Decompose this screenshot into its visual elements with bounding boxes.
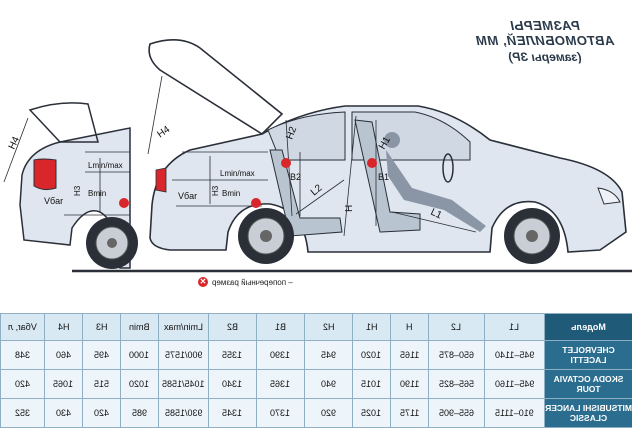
value-cell: 945 [304, 340, 353, 370]
page-subtitle: (замеры ЗР) [508, 50, 582, 64]
model-name-cell: CHEVROLET LACETTI [544, 340, 632, 370]
right-cross-mark-2 [281, 158, 291, 168]
value-cell: 420 [82, 398, 121, 428]
value-cell: 1390 [256, 340, 305, 370]
value-cell: 1015 [352, 369, 391, 399]
label-b1: B1 [378, 172, 389, 182]
value-cell: 930/1585 [158, 398, 209, 428]
value-cell: 1175 [390, 398, 429, 428]
value-cell: 420 [0, 369, 45, 399]
legend-text: – поперечный размер [212, 277, 293, 287]
label-h3: H3 [211, 185, 220, 196]
model-name-cell: MITSUBISHI LANCER CLASSIC [544, 398, 632, 428]
label-h4: H4 [155, 124, 172, 141]
value-cell: 1190 [390, 369, 429, 399]
value-cell: 348 [0, 340, 45, 370]
header-l2: L2 [428, 313, 485, 341]
left-cross-mark [119, 198, 129, 208]
label-lminmax-left: Lmin/max [88, 161, 123, 170]
right-cross-mark-3 [367, 158, 377, 168]
label-b2: B2 [290, 172, 301, 182]
value-cell: 920 [304, 398, 353, 428]
value-cell: 1165 [390, 340, 429, 370]
header-l1: L1 [484, 313, 545, 341]
driver-body [386, 150, 486, 232]
header-h: H [390, 313, 429, 341]
value-cell: 940 [304, 369, 353, 399]
value-cell: 1020 [120, 369, 159, 399]
label-bmin-left: Bmin [88, 189, 106, 198]
header-model: Модель [544, 313, 632, 341]
value-cell: 1000 [120, 340, 159, 370]
header-h1: H1 [352, 313, 391, 341]
title-block: РАЗМЕРЫ АВТОМОБИЛЕЙ, ММ (замеры ЗР) [470, 18, 620, 64]
value-cell: 945–1160 [484, 369, 545, 399]
label-vbar: Vбar [178, 191, 197, 201]
right-car-side [147, 39, 627, 264]
header-h2: H2 [304, 313, 353, 341]
value-cell: 650–875 [428, 340, 485, 370]
value-cell: 1045/1585 [158, 369, 209, 399]
header-bmin: Bmin [120, 313, 159, 341]
model-name-cell: SKODA OCTAVIA TOUR [544, 369, 632, 399]
header-vбar-л: Vбar, л [0, 313, 45, 341]
value-cell: 1355 [208, 340, 257, 370]
left-open-trunk-lid [28, 102, 99, 143]
value-cell: 1370 [256, 398, 305, 428]
value-cell: 352 [0, 398, 45, 428]
label-bmin: Bmin [222, 189, 240, 198]
header-lmin-max: Lmin/max [158, 313, 209, 341]
value-cell: 655–905 [428, 398, 485, 428]
right-taillight [155, 167, 167, 193]
label-lminmax: Lmin/max [220, 169, 255, 178]
label-h4-left: H4 [7, 135, 23, 152]
left-taillight [33, 158, 57, 191]
value-cell: 460 [44, 340, 83, 370]
right-open-trunk-lid [148, 39, 284, 136]
value-cell: 430 [44, 398, 83, 428]
header-h4: H4 [44, 313, 83, 341]
driver-head [384, 132, 400, 148]
header-h3: H3 [82, 313, 121, 341]
value-cell: 565–825 [428, 369, 485, 399]
page-title: РАЗМЕРЫ АВТОМОБИЛЕЙ, ММ [475, 18, 615, 48]
value-cell: 1025 [352, 398, 391, 428]
value-cell: 1340 [208, 369, 257, 399]
label-h2: H2 [284, 125, 299, 141]
car-dimension-diagram: H4 Lmin/max Bmin H3 Vбar H4 Lmin/max Bmi… [3, 18, 632, 287]
label-l1: L1 [429, 207, 444, 222]
value-cell: 1365 [256, 369, 305, 399]
value-cell: 515 [82, 369, 121, 399]
label-h3-left: H3 [73, 185, 82, 196]
value-cell: 945–1140 [484, 340, 545, 370]
label-h: H [344, 205, 355, 212]
header-b1: B1 [256, 313, 305, 341]
right-cross-mark-1 [251, 198, 261, 208]
header-b2: B2 [208, 313, 257, 341]
left-car-rear [3, 102, 138, 269]
front-seat [354, 119, 421, 233]
value-cell: 1020 [352, 340, 391, 370]
value-cell: 1345 [208, 398, 257, 428]
value-cell: 495 [82, 340, 121, 370]
legend: ✕ – поперечный размер [198, 277, 293, 287]
value-cell: 900/1575 [158, 340, 209, 370]
value-cell: 910–1115 [484, 398, 545, 428]
value-cell: 985 [120, 398, 159, 428]
value-cell: 1065 [44, 369, 83, 399]
cross-mark-icon: ✕ [198, 277, 208, 287]
label-vbar-left: Vбar [44, 196, 63, 206]
car-diagram-svg: H4 Lmin/max Bmin H3 Vбar H4 Lmin/max Bmi… [3, 39, 632, 273]
